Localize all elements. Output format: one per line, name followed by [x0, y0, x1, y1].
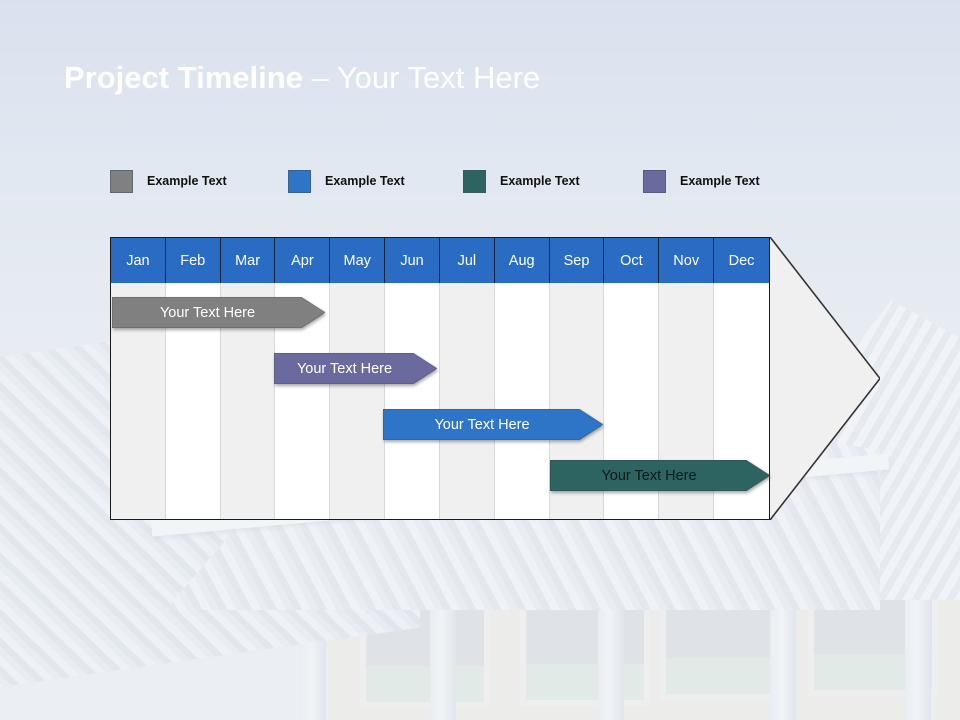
task-bar-label: Your Text Here	[601, 467, 697, 484]
month-header-apr[interactable]: Apr	[275, 238, 331, 283]
month-header-jan[interactable]: Jan	[111, 238, 166, 283]
legend-label: Example Text	[147, 174, 227, 188]
task-bar-label: Your Text Here	[296, 360, 393, 377]
month-header-mar[interactable]: Mar	[220, 238, 276, 283]
month-header-feb[interactable]: Feb	[165, 238, 221, 283]
page-title-dash: –	[302, 60, 337, 95]
month-header-aug[interactable]: Aug	[494, 238, 550, 283]
task-bar-1[interactable]: Your Text Here	[112, 297, 325, 328]
legend-item-2[interactable]: Example Text	[288, 169, 405, 193]
month-header-may[interactable]: May	[330, 238, 386, 283]
legend-swatch-icon	[288, 169, 311, 193]
legend-label: Example Text	[500, 174, 580, 188]
month-column-jun	[385, 283, 440, 519]
month-header-jun[interactable]: Jun	[385, 238, 440, 283]
page-title-light: Your Text Here	[336, 60, 541, 95]
legend-item-3[interactable]: Example Text	[463, 169, 580, 193]
legend-swatch-icon	[110, 169, 133, 193]
month-header-nov[interactable]: Nov	[659, 238, 715, 283]
legend-item-1[interactable]: Example Text	[110, 169, 227, 193]
task-bar-shape	[112, 297, 325, 328]
task-bar-3[interactable]: Your Text Here	[383, 409, 603, 440]
legend-label: Example Text	[325, 174, 405, 188]
month-header-dec[interactable]: Dec	[714, 238, 769, 283]
month-header-sep[interactable]: Sep	[549, 238, 605, 283]
month-column-may	[330, 283, 386, 519]
task-bar-2[interactable]: Your Text Here	[274, 353, 437, 384]
task-bar-shape	[550, 460, 770, 491]
month-column-aug	[494, 283, 550, 519]
legend-label: Example Text	[680, 174, 760, 188]
month-header-oct[interactable]: Oct	[604, 238, 660, 283]
task-bar-4[interactable]: Your Text Here	[550, 460, 770, 491]
page-title: Project Timeline – Your Text Here	[64, 60, 540, 96]
legend-swatch-icon	[463, 169, 486, 193]
legend-swatch-icon	[643, 169, 666, 193]
task-bar-label: Your Text Here	[434, 416, 530, 433]
month-column-jul	[439, 283, 495, 519]
task-bar-shape	[274, 353, 437, 384]
month-header-jul[interactable]: Jul	[439, 238, 495, 283]
task-bar-label: Your Text Here	[159, 304, 256, 321]
task-bar-shape	[383, 409, 603, 440]
legend-item-4[interactable]: Example Text	[643, 169, 760, 193]
page-title-bold: Project Timeline	[64, 60, 303, 95]
